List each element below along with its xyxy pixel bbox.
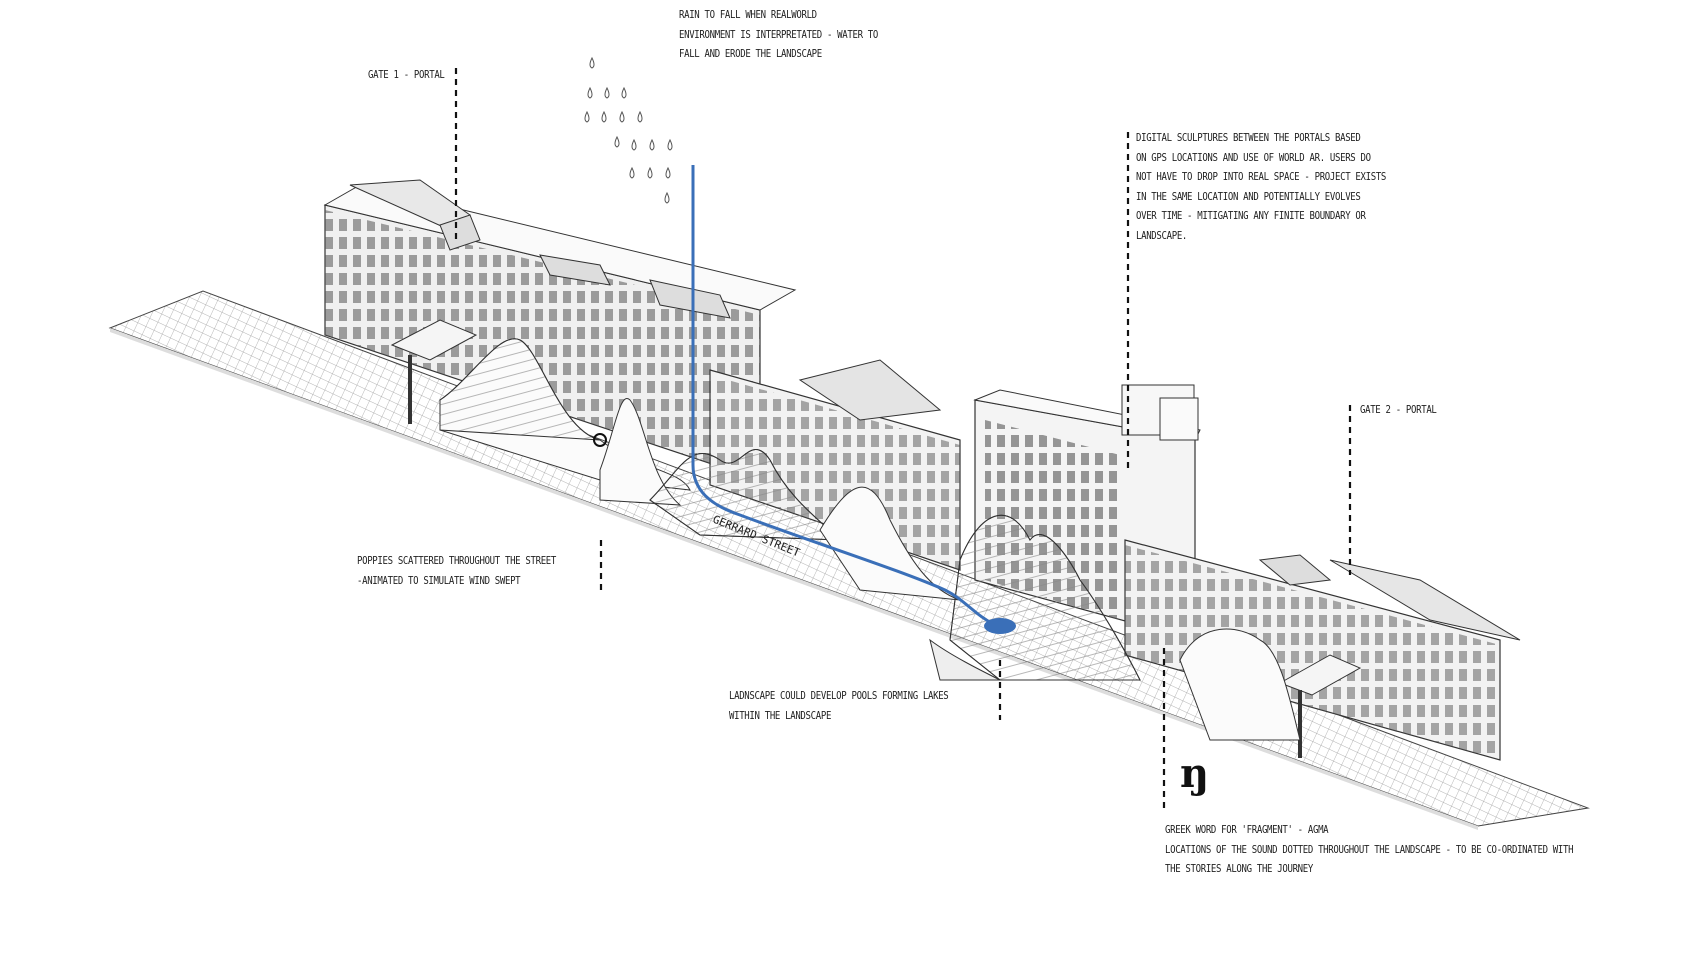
digital-sculptures-annotation: DIGITAL SCULPTURES BETWEEN THE PORTALS B…	[1136, 128, 1386, 245]
digital-line-1: DIGITAL SCULPTURES BETWEEN THE PORTALS B…	[1136, 128, 1386, 148]
agma-line-1: GREEK WORD FOR 'FRAGMENT' - AGMA	[1165, 820, 1573, 840]
gate-1-text: GATE 1 - PORTAL	[368, 65, 445, 85]
agma-annotation: GREEK WORD FOR 'FRAGMENT' - AGMA LOCATIO…	[1165, 820, 1573, 879]
lakes-line-1: LADNSCAPE COULD DEVELOP POOLS FORMING LA…	[729, 686, 948, 706]
poppies-line-1: POPPIES SCATTERED THROUGHOUT THE STREET	[357, 551, 556, 571]
poppies-annotation: POPPIES SCATTERED THROUGHOUT THE STREET …	[357, 551, 556, 590]
gate-2-text: GATE 2 - PORTAL	[1360, 400, 1437, 420]
rain-annotation: RAIN TO FALL WHEN REALWORLD ENVIRONMENT …	[679, 5, 878, 64]
digital-line-4: IN THE SAME LOCATION AND POTENTIALLY EVO…	[1136, 187, 1386, 207]
digital-line-2: ON GPS LOCATIONS AND USE OF WORLD AR. US…	[1136, 148, 1386, 168]
rain-drops	[585, 58, 672, 203]
rain-line-2: ENVIRONMENT IS INTERPRETATED - WATER TO	[679, 25, 878, 45]
agma-line-3: THE STORIES ALONG THE JOURNEY	[1165, 859, 1573, 879]
digital-line-3: NOT HAVE TO DROP INTO REAL SPACE - PROJE…	[1136, 167, 1386, 187]
gate-2-label: GATE 2 - PORTAL	[1360, 400, 1437, 420]
lakes-line-2: WITHIN THE LANDSCAPE	[729, 706, 948, 726]
water-pool	[984, 618, 1016, 634]
poppies-line-2: -ANIMATED TO SIMULATE WIND SWEPT	[357, 571, 556, 591]
digital-line-6: LANDSCAPE.	[1136, 226, 1386, 246]
lakes-annotation: LADNSCAPE COULD DEVELOP POOLS FORMING LA…	[729, 686, 948, 725]
gate-1-label: GATE 1 - PORTAL	[368, 65, 445, 85]
agma-glyph: ŋ	[1180, 750, 1209, 797]
agma-line-2: LOCATIONS OF THE SOUND DOTTED THROUGHOUT…	[1165, 840, 1573, 860]
rain-line-3: FALL AND ERODE THE LANDSCAPE	[679, 44, 878, 64]
rain-line-1: RAIN TO FALL WHEN REALWORLD	[679, 5, 878, 25]
digital-line-5: OVER TIME - MITIGATING ANY FINITE BOUNDA…	[1136, 206, 1386, 226]
